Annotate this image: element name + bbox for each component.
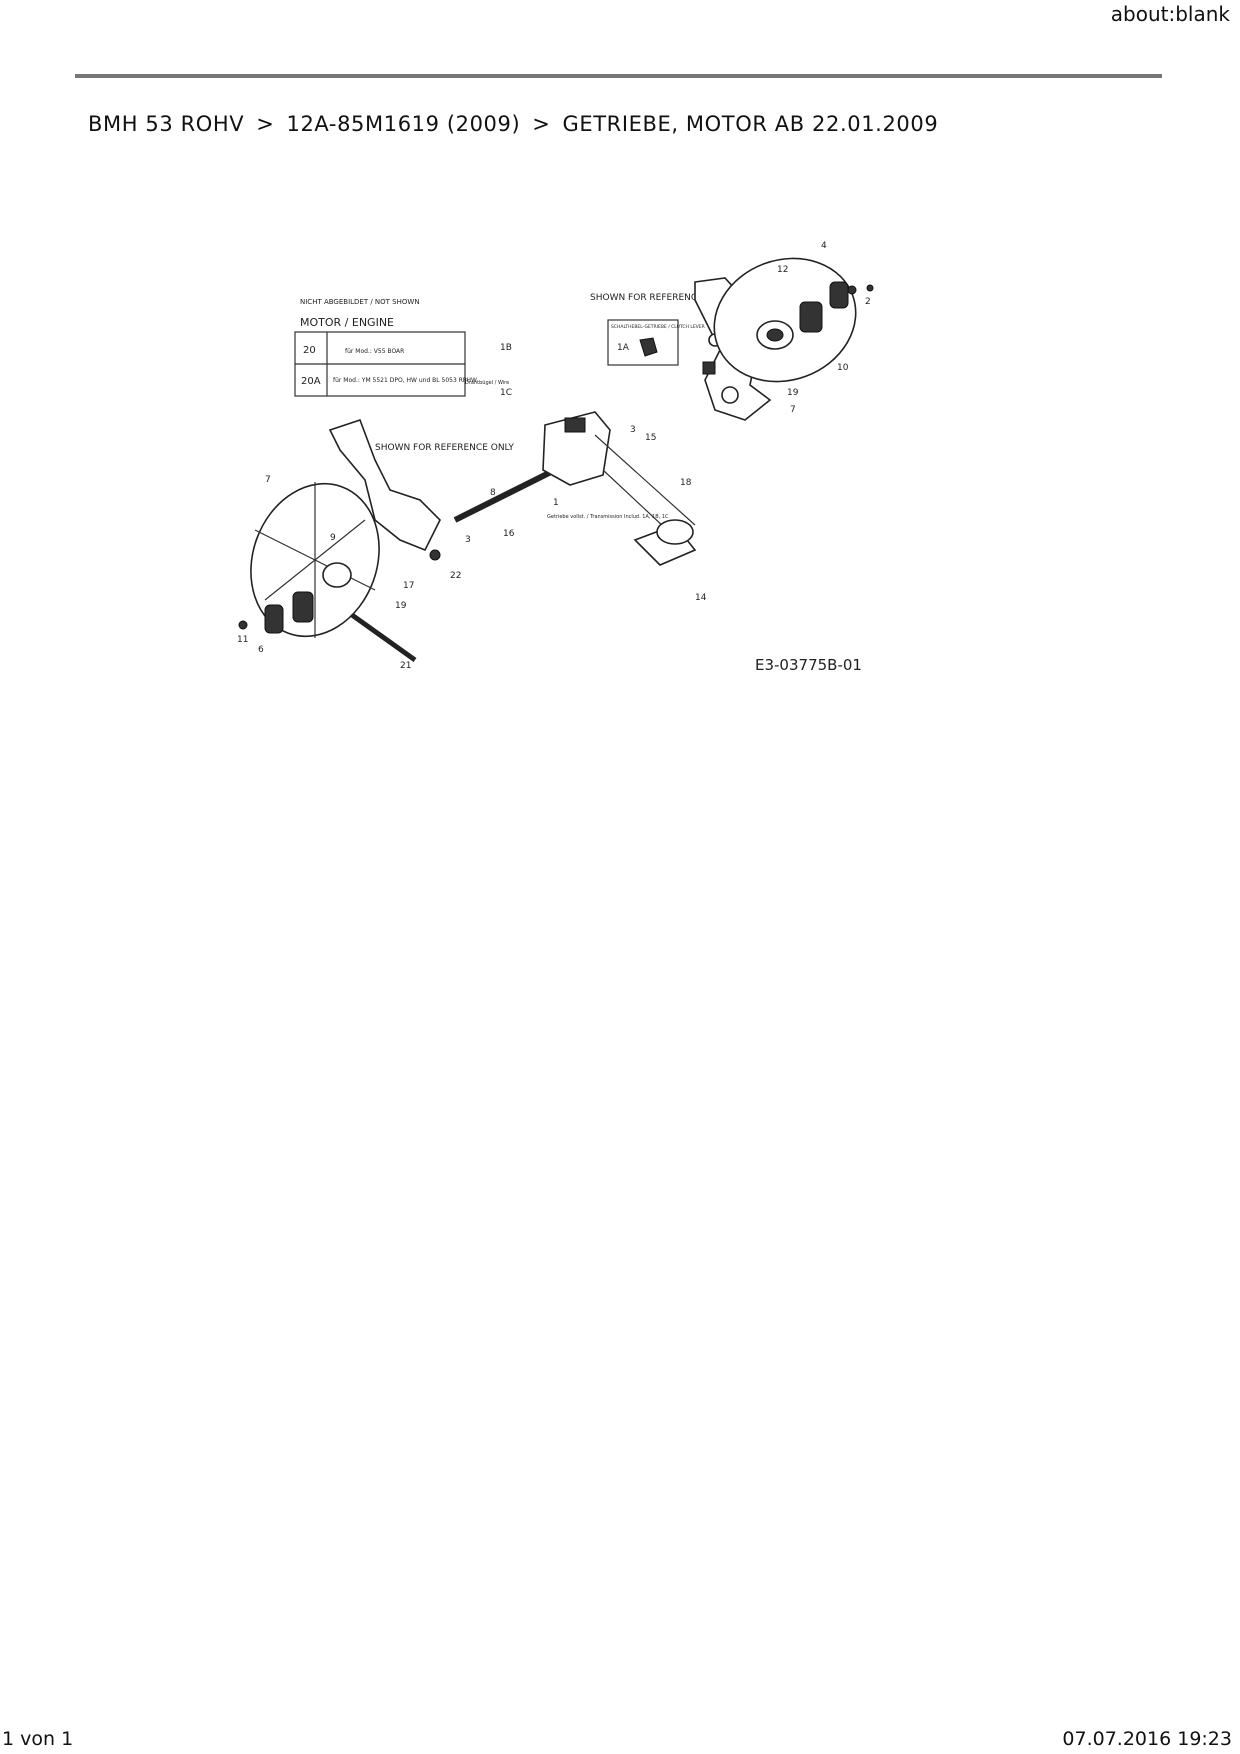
callout-1: 1 (553, 498, 559, 508)
left-screw (238, 620, 248, 630)
right-screw (847, 285, 857, 295)
left-pinion (264, 604, 284, 634)
exploded-parts-diagram: NICHT ABGEBILDET / NOT SHOWN MOTOR / ENG… (225, 220, 1005, 772)
right-wheel-bore (766, 328, 784, 342)
callout-3: 3 (630, 425, 636, 435)
left-bracket (328, 418, 441, 552)
callout-14: 14 (695, 593, 707, 603)
callout-19: 19 (395, 601, 407, 611)
callout-10: 10 (837, 363, 849, 373)
bracket-hole (721, 386, 739, 404)
callout-9: 9 (330, 533, 336, 543)
callout-22: 22 (450, 571, 461, 581)
callout-8: 8 (490, 488, 496, 498)
right-pinion (829, 281, 849, 309)
callout-21: 21 (400, 661, 411, 671)
right-gear (799, 301, 823, 333)
browser-url: about:blank (1110, 2, 1230, 26)
callout-12: 12 (777, 265, 788, 275)
breadcrumb-section: GETRIEBE, MOTOR AB 22.01.2009 (562, 112, 939, 136)
breadcrumb-separator: > (256, 112, 275, 136)
callout-4: 4 (821, 241, 827, 251)
motor-row-code: 20 (303, 345, 316, 356)
reference-note: SHOWN FOR REFERENCE ONLY (375, 443, 514, 453)
not-shown-title: NICHT ABGEBILDET / NOT SHOWN (300, 298, 420, 306)
right-wheel (713, 257, 857, 383)
callout-labels: 1 1B 1C 2 3 3 4 6 7 7 8 9 10 11 12 14 15… (237, 241, 871, 671)
left-gear (292, 591, 314, 623)
clutch-lever (639, 337, 658, 357)
reference-note: SHOWN FOR REFERENCE ONLY (590, 293, 729, 303)
pulley (656, 519, 694, 545)
clutch-box-frame (607, 319, 679, 366)
breadcrumb: BMH 53 ROHV >12A-85M1619 (2009) > GETRIEBE,… (88, 112, 938, 136)
header-rule (75, 74, 1162, 78)
left-wheel-spoke (264, 519, 366, 601)
motor-row-desc: für Mod.: V55 BOAR (345, 348, 404, 355)
callout-2: 2 (865, 297, 871, 307)
transmission-cap (564, 417, 586, 433)
motor-row-desc: für Mod.: YM 5521 DPO, HW und BL 5053 RP… (333, 377, 477, 384)
callout-7: 7 (265, 475, 271, 485)
callout-15: 15 (645, 433, 656, 443)
breadcrumb-separator: > (532, 112, 551, 136)
left-wheel-hub (322, 562, 352, 588)
callout-19: 19 (787, 388, 799, 398)
callout-17: 17 (403, 581, 414, 591)
callout-7: 7 (790, 405, 796, 415)
drawing-number: E3-03775B-01 (755, 656, 862, 674)
callout-16: 16 (503, 529, 515, 539)
wire-note: Drahtbügel / Wire (465, 380, 509, 386)
right-spring (702, 361, 716, 375)
callout-3: 3 (465, 535, 471, 545)
breadcrumb-serial[interactable]: 12A-85M1619 (2009) (286, 112, 521, 136)
callout-1B: 1B (500, 343, 512, 353)
breadcrumb-model[interactable]: BMH 53 ROHV (88, 112, 245, 136)
callout-18: 18 (680, 478, 692, 488)
motor-table-title: MOTOR / ENGINE (300, 316, 394, 329)
callout-1C: 1C (500, 388, 512, 398)
right-screw (866, 284, 874, 292)
diagram-svg: NICHT ABGEBILDET / NOT SHOWN MOTOR / ENG… (237, 241, 874, 674)
motor-row-code: 20A (301, 376, 321, 387)
transmission (542, 411, 611, 486)
transmission-note: Getriebe vollst. / Transmission Includ. … (547, 514, 669, 520)
callout-6: 6 (258, 645, 264, 655)
page-counter: 1 von 1 (2, 1728, 74, 1750)
clutch-box-title: SCHALTHEBEL-GETRIEBE / CLUTCH LEVER (611, 324, 705, 330)
callout-11: 11 (237, 635, 248, 645)
left-shaft (343, 607, 417, 663)
callout-1A: 1A (617, 343, 630, 353)
print-timestamp: 07.07.2016 19:23 (1062, 1728, 1232, 1750)
nut-22 (429, 549, 441, 561)
